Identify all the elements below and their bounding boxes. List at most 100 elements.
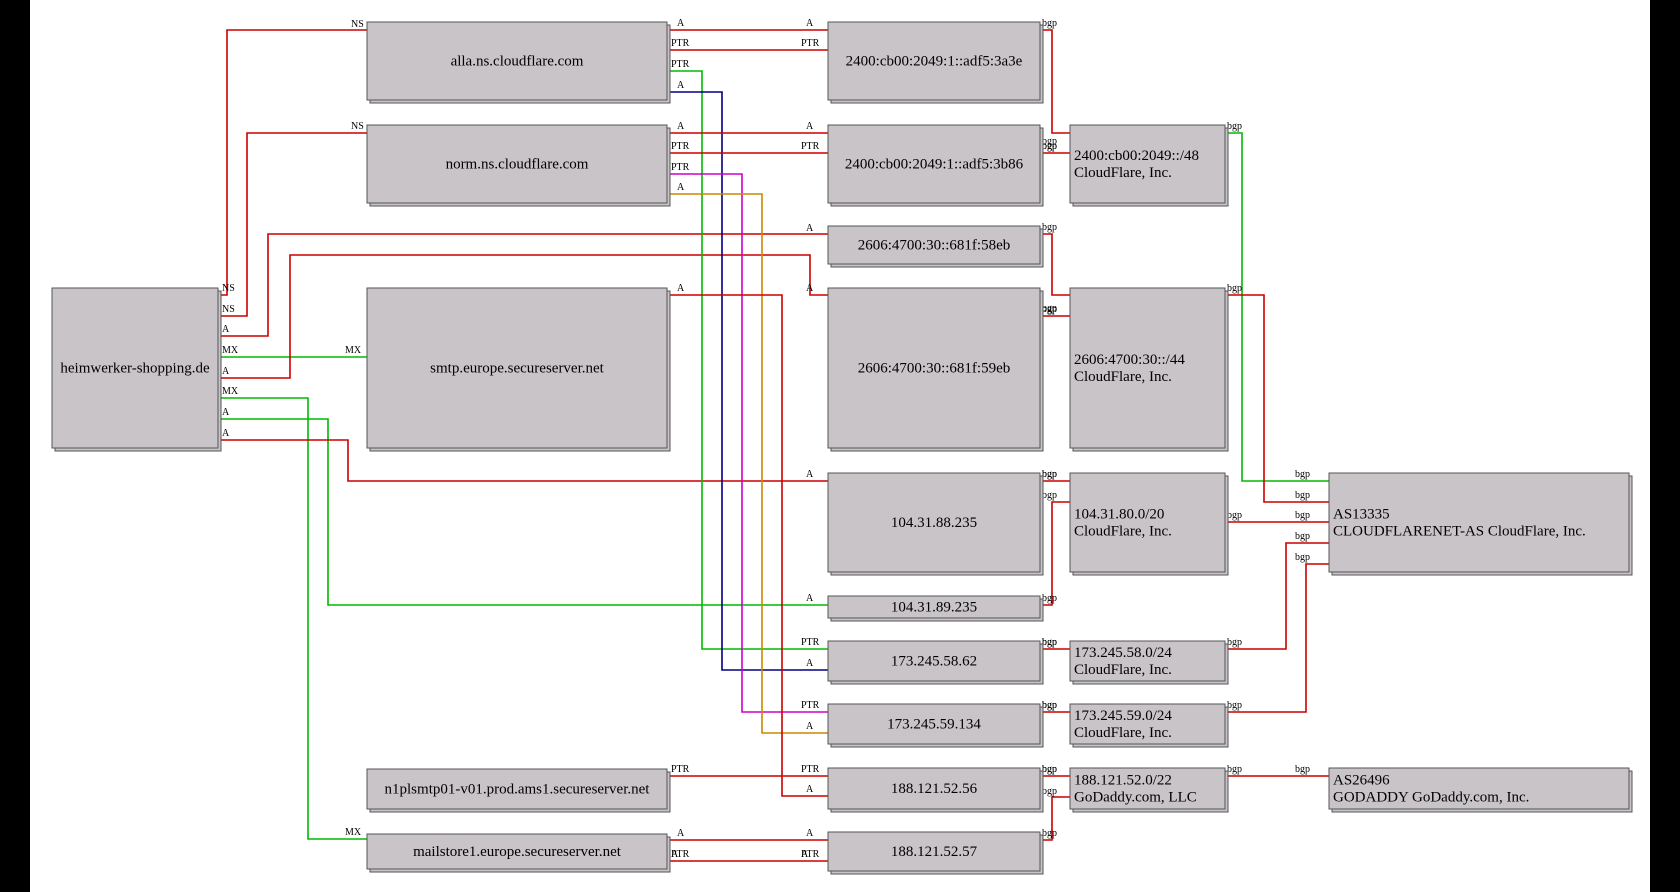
node-mailstore[interactable]: mailstore1.europe.secureserver.net	[366, 833, 671, 873]
node-ip-188-56[interactable]: 188.121.52.56	[827, 767, 1044, 813]
node-ip-58-62[interactable]: 173.245.58.62	[827, 640, 1044, 685]
edge-head-label: MX	[345, 345, 362, 356]
edge-head-label: A	[806, 223, 814, 234]
node-box	[1069, 703, 1226, 745]
edge: AA	[218, 254, 828, 379]
edge-head-label: bgp	[1295, 552, 1310, 563]
node-smtp[interactable]: smtp.europe.secureserver.net	[366, 287, 671, 452]
node-box	[827, 703, 1041, 745]
node-heimwerker[interactable]: heimwerker-shopping.de	[51, 287, 222, 452]
edge-head-label: A	[806, 828, 814, 839]
edge-tail-label: bgp	[1042, 828, 1057, 839]
edge-tail-label: NS	[222, 304, 235, 315]
node-label: alla.ns.cloudflare.com	[451, 54, 584, 70]
node-label: 104.31.80.0/20	[1074, 507, 1164, 523]
edge-line	[667, 173, 828, 713]
edge-head-label: A	[806, 283, 814, 294]
edge-head-label: bgp	[1042, 490, 1057, 501]
edge-head-label: A	[806, 784, 814, 795]
edge-head-label: bgp	[1042, 786, 1057, 797]
edge-line	[1225, 542, 1329, 650]
edge: NS NS	[218, 19, 367, 296]
edge-head-label: A	[806, 18, 814, 29]
edge-tail-label: bgp	[1042, 18, 1057, 29]
edge-tail-label: bgp	[1042, 764, 1057, 775]
node-box	[366, 124, 668, 204]
node-label: CloudFlare, Inc.	[1074, 165, 1172, 181]
node-label: 2400:cb00:2049:1::adf5:3b86	[845, 157, 1024, 173]
node-ip-88[interactable]: 104.31.88.235	[827, 472, 1044, 576]
edge: NS NS	[218, 121, 367, 317]
node-label: 188.121.52.0/22	[1074, 773, 1172, 789]
edge-tail-label: NS	[222, 283, 235, 294]
node-ip6-58eb[interactable]: 2606:4700:30::681f:58eb	[827, 225, 1044, 268]
edge-line	[1225, 132, 1329, 482]
node-norm[interactable]: norm.ns.cloudflare.com	[366, 124, 671, 207]
edge-head-label: bgp	[1042, 637, 1057, 648]
node-ip-59-134[interactable]: 173.245.59.134	[827, 703, 1044, 748]
node-label: AS13335	[1333, 507, 1390, 523]
node-box	[1328, 472, 1630, 573]
node-box	[827, 640, 1041, 682]
node-ip-89[interactable]: 104.31.89.235	[827, 595, 1044, 622]
edge-head-label: PTR	[801, 141, 820, 152]
edge-line	[218, 132, 367, 317]
node-label: n1plsmtp01-v01.prod.ams1.secureserver.ne…	[385, 782, 651, 798]
node-ip6-59eb[interactable]: 2606:4700:30::681f:59eb	[827, 287, 1044, 452]
node-label: norm.ns.cloudflare.com	[446, 157, 589, 173]
node-ip6-3a3e[interactable]: 2400:cb00:2049:1::adf5:3a3e	[827, 21, 1044, 104]
edge-tail-label: A	[677, 182, 685, 193]
edge-line	[667, 91, 828, 671]
edge-tail-label: bgp	[1042, 222, 1057, 233]
node-label: 104.31.88.235	[891, 515, 977, 531]
node-label: heimwerker-shopping.de	[60, 361, 210, 377]
edge-head-label: bgp	[1042, 764, 1057, 775]
edge-line	[667, 294, 828, 797]
node-box	[827, 831, 1041, 872]
edge-tail-label: bgp	[1042, 700, 1057, 711]
edge-tail-label: A	[222, 428, 230, 439]
edge-head-label: bgp	[1295, 510, 1310, 521]
edge-head-label: bgp	[1042, 700, 1057, 711]
edge-tail-label: PTR	[671, 38, 690, 49]
edge-line	[667, 70, 828, 650]
edge-tail-label: A	[677, 80, 685, 91]
node-alla[interactable]: alla.ns.cloudflare.com	[366, 21, 671, 104]
edge-head-label: NS	[351, 121, 364, 132]
node-box	[366, 287, 668, 449]
node-n1pismtp[interactable]: n1plsmtp01-v01.prod.ams1.secureserver.ne…	[366, 768, 671, 813]
edge-tail-label: A	[677, 18, 685, 29]
node-ip-188-57[interactable]: 188.121.52.57	[827, 831, 1044, 875]
node-ip6-3b86[interactable]: 2400:cb00:2049:1::adf5:3b86	[827, 124, 1044, 207]
edge-line	[667, 193, 828, 734]
edge-head-label: bgp	[1042, 136, 1057, 147]
edge-line	[1040, 796, 1070, 841]
edge-head-label: PTR	[801, 764, 820, 775]
node-label: 2400:cb00:2049:1::adf5:3a3e	[846, 54, 1023, 70]
node-label: CLOUDFLARENET-AS CloudFlare, Inc.	[1333, 524, 1586, 540]
edge-head-label: A	[806, 469, 814, 480]
edge-head-label: A	[801, 849, 809, 860]
edge-line	[1040, 233, 1070, 296]
edge-line	[1040, 501, 1070, 606]
edge-tail-label: bgp	[1227, 764, 1242, 775]
